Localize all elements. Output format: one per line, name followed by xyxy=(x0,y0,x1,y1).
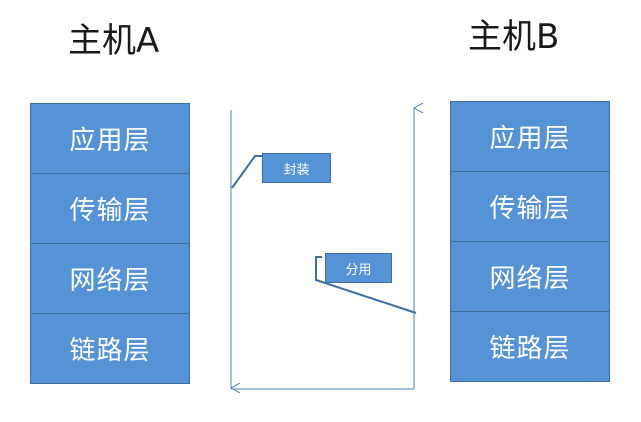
demux-callout-leader xyxy=(315,256,417,314)
host-b-network-layer: 网络层 xyxy=(450,241,610,312)
host-b-title: 主机B xyxy=(468,17,560,57)
host-a-application-layer: 应用层 xyxy=(30,103,190,174)
host-b-protocol-stack: 应用层 传输层 网络层 链路层 xyxy=(450,101,610,382)
encap-callout-leader xyxy=(231,155,262,189)
host-a-transport-layer: 传输层 xyxy=(30,173,190,244)
host-a-title: 主机A xyxy=(68,21,160,61)
host-b-transport-layer: 传输层 xyxy=(450,171,610,242)
encapsulation-callout: 封装 xyxy=(262,153,331,183)
host-a-protocol-stack: 应用层 传输层 网络层 链路层 xyxy=(30,103,190,384)
host-a-link-layer: 链路层 xyxy=(30,313,190,384)
host-b-application-layer: 应用层 xyxy=(450,101,610,172)
demultiplexing-callout: 分用 xyxy=(325,253,392,283)
host-b-link-layer: 链路层 xyxy=(450,311,610,382)
